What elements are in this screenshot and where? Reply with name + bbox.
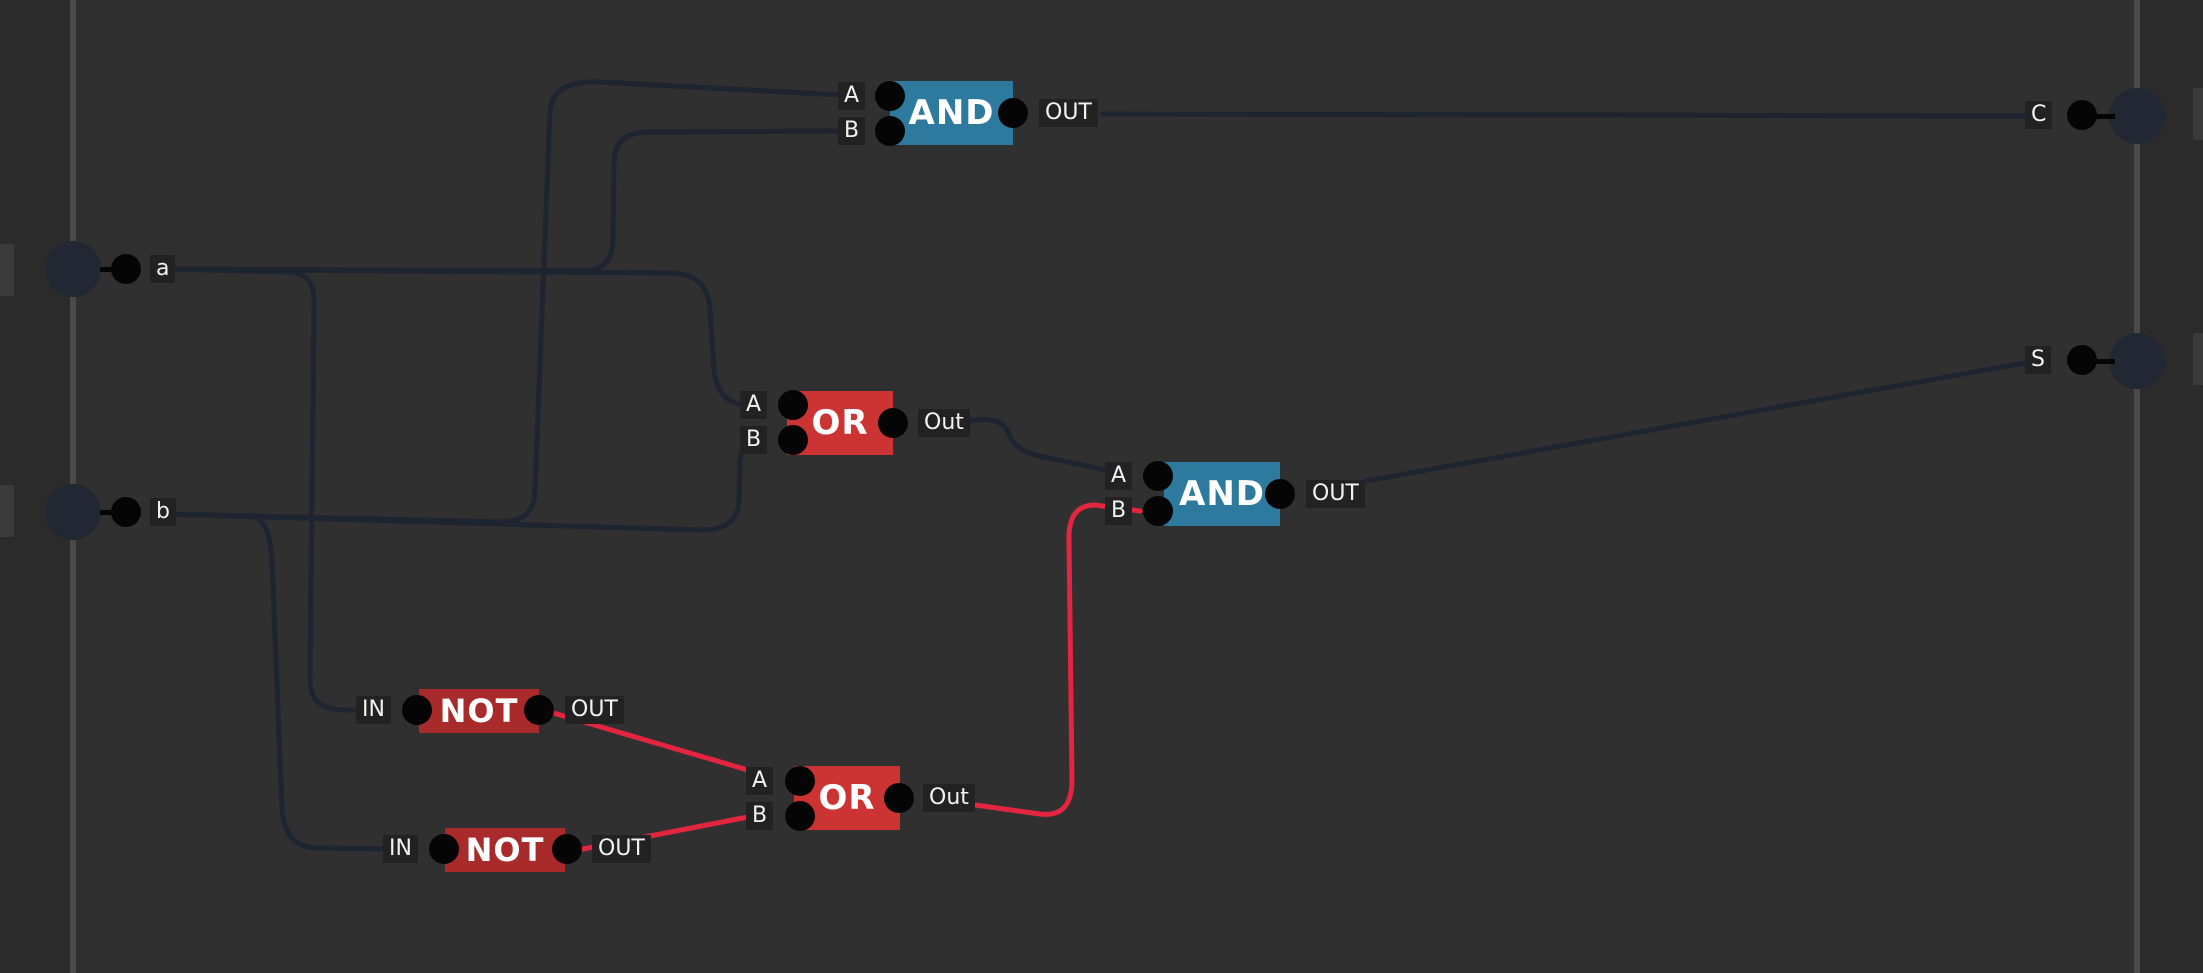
output-s-pin[interactable] bbox=[2067, 345, 2097, 375]
not2-pin-out[interactable] bbox=[552, 834, 582, 864]
or-mid-label-out: Out bbox=[918, 409, 970, 437]
or-bottom-pin-a[interactable] bbox=[785, 766, 815, 796]
input-b-tab[interactable] bbox=[0, 485, 14, 537]
output-c-pin[interactable] bbox=[2067, 100, 2097, 130]
and-top-pin-out[interactable] bbox=[998, 98, 1028, 128]
input-b-label: b bbox=[150, 498, 176, 526]
wire-a-to-not1-in bbox=[162, 266, 371, 713]
or-mid-label-b: B bbox=[740, 426, 768, 454]
and-top-label-out: OUT bbox=[1039, 99, 1098, 127]
or-bottom-label-b: B bbox=[746, 802, 774, 830]
and-gate-top-title: AND bbox=[908, 93, 995, 133]
not1-label-in: IN bbox=[356, 696, 391, 724]
not1-pin-in[interactable] bbox=[402, 695, 432, 725]
wire-and-top-to-c bbox=[1099, 111, 2033, 119]
not-gate-2-title: NOT bbox=[465, 831, 545, 869]
output-s-label: S bbox=[2025, 346, 2051, 374]
wire-and-right-to-s bbox=[1363, 359, 2033, 484]
or-bottom-label-a: A bbox=[746, 767, 774, 795]
wire-a-to-and-top-b bbox=[162, 128, 845, 274]
wire-or-bottom-to-and-right-b bbox=[972, 502, 1143, 817]
or-gate-mid-title: OR bbox=[811, 403, 869, 443]
output-c-tab[interactable] bbox=[2193, 88, 2203, 140]
input-a-pin[interactable] bbox=[111, 254, 141, 284]
and-top-label-b: B bbox=[838, 117, 866, 145]
and-gate-top[interactable]: AND bbox=[890, 81, 1013, 145]
and-right-pin-out[interactable] bbox=[1265, 479, 1295, 509]
wire-b-to-and-top-a bbox=[162, 79, 845, 525]
and-right-label-b: B bbox=[1105, 497, 1133, 525]
output-s-lamp bbox=[2109, 333, 2165, 389]
not-gate-1[interactable]: NOT bbox=[419, 689, 539, 733]
input-a-label: a bbox=[150, 255, 176, 283]
not-gate-2[interactable]: NOT bbox=[445, 828, 565, 872]
or-gate-bottom-title: OR bbox=[818, 778, 876, 818]
and-top-label-a: A bbox=[838, 82, 866, 110]
or-mid-pin-out[interactable] bbox=[878, 408, 908, 438]
and-top-pin-b[interactable] bbox=[875, 116, 905, 146]
output-s-tab[interactable] bbox=[2193, 333, 2203, 385]
and-right-label-a: A bbox=[1105, 462, 1133, 490]
output-c-label: C bbox=[2025, 101, 2053, 129]
or-mid-label-a: A bbox=[740, 391, 768, 419]
not1-pin-out[interactable] bbox=[524, 695, 554, 725]
input-b-pin[interactable] bbox=[111, 497, 141, 527]
and-gate-right[interactable]: AND bbox=[1164, 462, 1280, 526]
and-right-pin-b[interactable] bbox=[1143, 496, 1173, 526]
and-gate-right-title: AND bbox=[1179, 474, 1265, 514]
input-b-toggle[interactable] bbox=[45, 484, 101, 540]
input-a-toggle[interactable] bbox=[45, 241, 101, 297]
not2-pin-in[interactable] bbox=[429, 834, 459, 864]
not-gate-1-title: NOT bbox=[439, 692, 519, 730]
or-bottom-label-out: Out bbox=[923, 784, 975, 812]
and-right-pin-a[interactable] bbox=[1143, 461, 1173, 491]
not1-label-out: OUT bbox=[565, 696, 624, 724]
not2-label-in: IN bbox=[383, 835, 418, 863]
output-rail bbox=[2134, 0, 2140, 973]
and-right-label-out: OUT bbox=[1306, 480, 1365, 508]
and-top-pin-a[interactable] bbox=[875, 81, 905, 111]
or-bottom-pin-b[interactable] bbox=[785, 801, 815, 831]
or-bottom-pin-out[interactable] bbox=[884, 783, 914, 813]
right-rail-area bbox=[2135, 0, 2203, 973]
wire-b-to-not2-in bbox=[162, 511, 393, 852]
or-mid-pin-a[interactable] bbox=[778, 390, 808, 420]
wire-a-to-or-mid-a bbox=[162, 266, 765, 408]
or-mid-pin-b[interactable] bbox=[778, 425, 808, 455]
input-a-tab[interactable] bbox=[0, 244, 14, 296]
wire-or-mid-to-and-right-a bbox=[967, 416, 1108, 473]
not2-label-out: OUT bbox=[592, 835, 651, 863]
output-c-lamp bbox=[2109, 88, 2165, 144]
